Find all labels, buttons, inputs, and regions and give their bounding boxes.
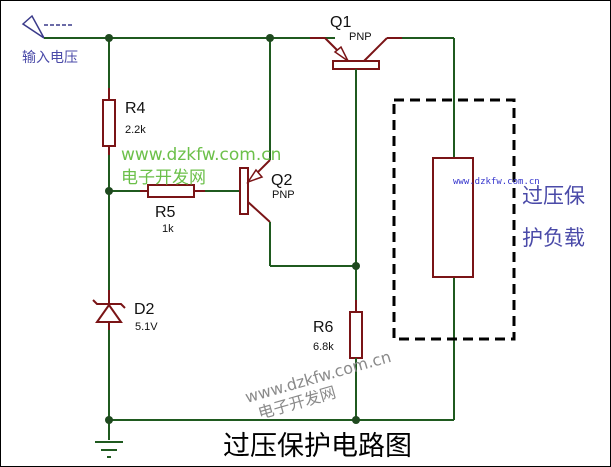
- resistor-r4: [102, 99, 116, 147]
- q1-ref: Q1: [330, 14, 351, 31]
- junction-dot: [105, 34, 113, 42]
- junction-dot: [105, 187, 113, 195]
- r4-value: 2.2k: [125, 124, 146, 136]
- r6-ref: R6: [313, 319, 334, 336]
- watermark-blue-url: www.dzkfw.com.cn: [453, 177, 540, 187]
- q2-type: PNP: [272, 189, 295, 201]
- d2-value: 5.1V: [135, 321, 158, 333]
- input-voltage-label: 输入电压: [22, 50, 78, 66]
- ground-icon: [95, 441, 123, 458]
- load-label-line2: 护负载: [522, 226, 585, 250]
- r6-value: 6.8k: [313, 341, 334, 353]
- q1-type: PNP: [349, 31, 372, 43]
- d2-ref: D2: [134, 301, 155, 318]
- q2-ref: Q2: [271, 172, 292, 189]
- resistor-r6: [349, 311, 363, 359]
- r5-ref: R5: [155, 204, 176, 221]
- load-dashed-box: [392, 98, 516, 341]
- zener-diode-d2: [92, 290, 126, 330]
- diagram-title: 过压保护电路图: [223, 431, 412, 462]
- transistor-q2: [239, 159, 271, 223]
- load-label-line1: 过压保: [522, 184, 585, 208]
- r4-ref: R4: [125, 100, 146, 117]
- junction-dot: [352, 416, 360, 424]
- junction-dot: [105, 416, 113, 424]
- input-terminal: [21, 14, 72, 39]
- junction-dot: [352, 262, 360, 270]
- r5-value: 1k: [162, 223, 174, 235]
- load-resistor: [432, 157, 474, 278]
- watermark-green-name: 电子开发网: [121, 168, 206, 188]
- junction-dot: [266, 34, 274, 42]
- watermark-green-url: www.dzkfw.com.cn: [121, 145, 281, 165]
